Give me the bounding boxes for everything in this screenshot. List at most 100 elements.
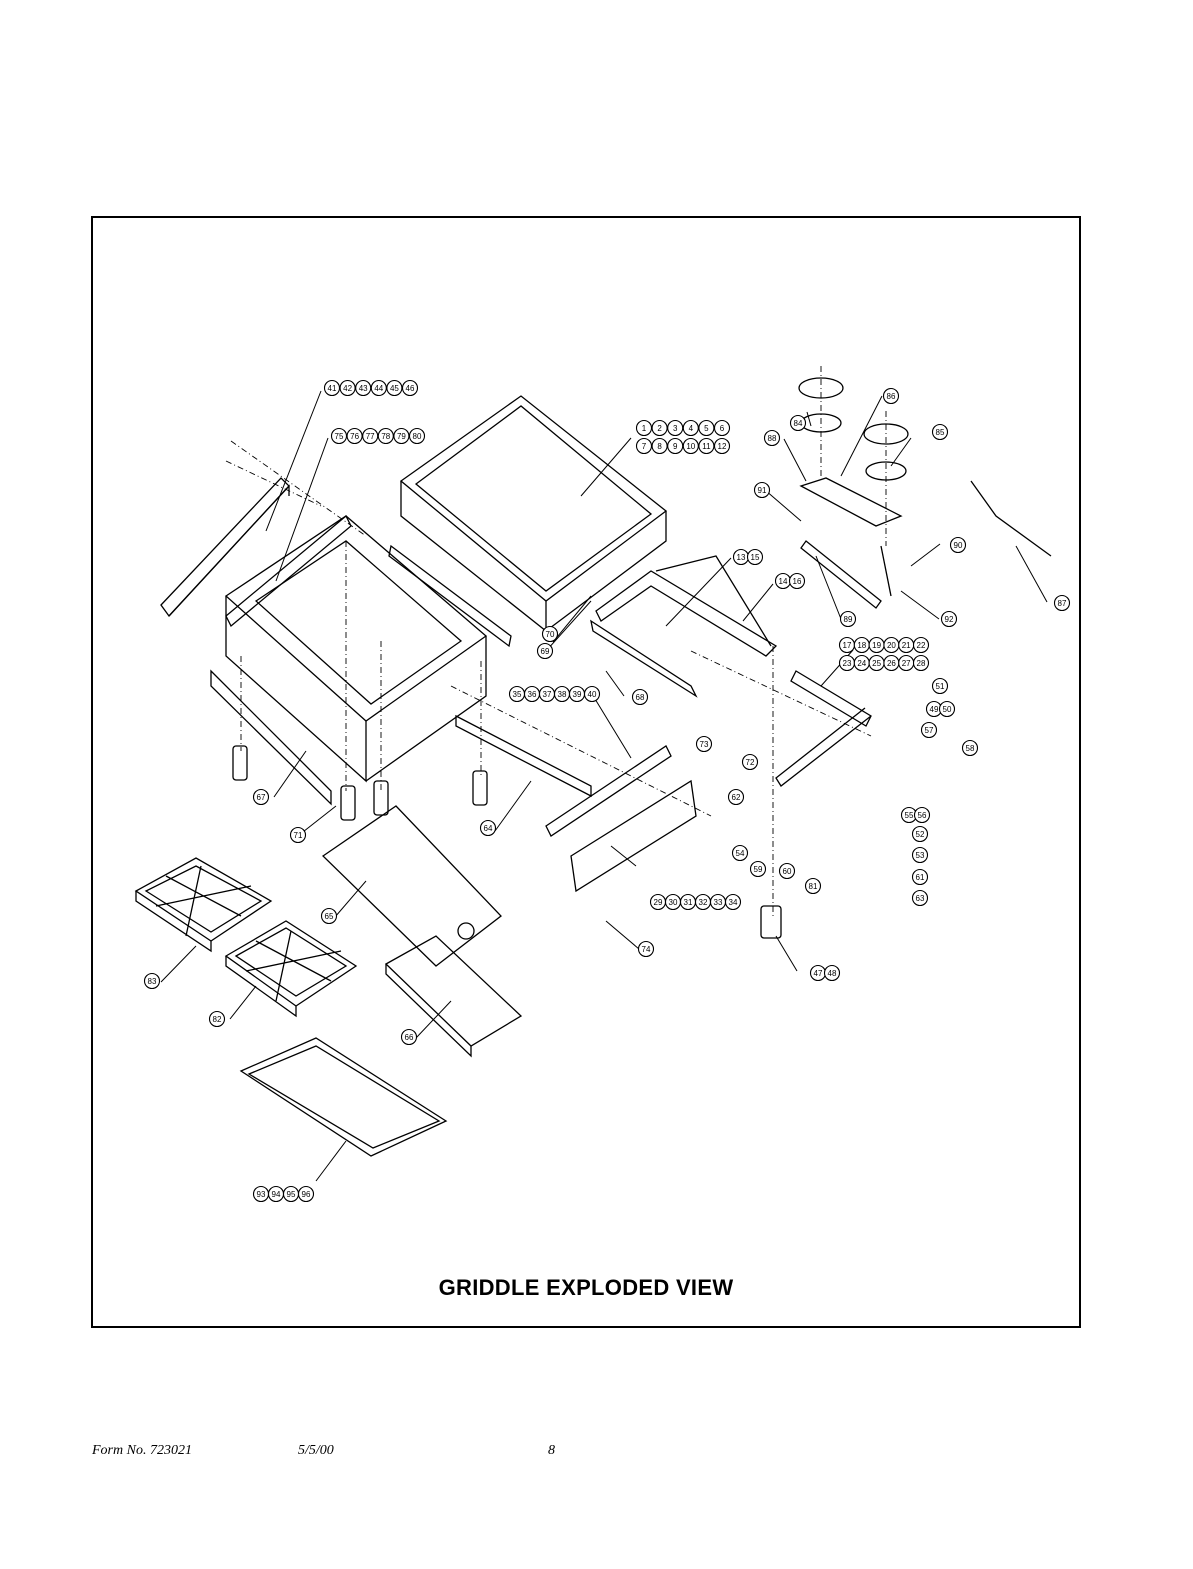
callout-69: 69 [536, 642, 554, 660]
callout-number: 62 [732, 793, 741, 802]
callout-number: 41 [328, 384, 337, 393]
callout-number: 25 [872, 659, 881, 668]
callout-circle [961, 739, 979, 757]
callout-circle [763, 429, 781, 447]
callout-circle [355, 379, 372, 397]
form-date: 5/5/00 [298, 1443, 334, 1458]
callout-circle [479, 819, 497, 837]
callout-circle [789, 414, 807, 432]
callout-73: 73 [695, 735, 713, 753]
callout-number: 22 [917, 641, 926, 650]
callout-58: 58 [961, 739, 979, 757]
callout-number: 32 [699, 898, 708, 907]
callout-number: 70 [546, 630, 555, 639]
callout-number: 34 [729, 898, 738, 907]
callout-65: 65 [320, 907, 338, 925]
callout-number: 52 [916, 830, 925, 839]
callout-circle [635, 419, 653, 437]
callout-circle [940, 610, 958, 628]
callout-circle [637, 940, 655, 958]
callout-53: 53 [911, 846, 929, 864]
diagram-title: GRIDDLE EXPLODED VIEW [438, 1275, 734, 1300]
callout-88: 88 [763, 429, 781, 447]
callout-67: 67 [252, 788, 270, 806]
callout-number: 75 [335, 432, 344, 441]
callout-circle [635, 437, 653, 455]
callout-number: 23 [843, 659, 852, 668]
callout-74: 74 [637, 940, 655, 958]
callout-circle [713, 419, 731, 437]
callout-90: 90 [949, 536, 967, 554]
callout-number: 61 [916, 873, 925, 882]
callout-circle [911, 846, 929, 864]
callout-group-55-56: 55 56 [900, 806, 931, 824]
callout-number: 24 [857, 659, 866, 668]
callout-52: 52 [911, 825, 929, 843]
callout-number: 38 [558, 690, 567, 699]
callout-number: 12 [718, 442, 727, 451]
callout-number: 13 [737, 553, 746, 562]
callout-number: 59 [754, 865, 763, 874]
callout-71: 71 [289, 826, 307, 844]
callout-number: 96 [302, 1190, 311, 1199]
callout-85: 85 [931, 423, 949, 441]
callout-59: 59 [749, 860, 767, 878]
callout-91: 91 [753, 481, 771, 499]
callout-number: 55 [905, 811, 914, 820]
callout-number: 2 [657, 424, 662, 433]
callout-circle [408, 427, 426, 445]
callout-circle [912, 636, 930, 654]
callout-number: 56 [918, 811, 927, 820]
callout-circle [320, 907, 338, 925]
callout-number: 54 [736, 849, 745, 858]
callout-number: 21 [902, 641, 911, 650]
callout-circle [401, 379, 419, 397]
callout-circle [377, 427, 394, 445]
callout-54: 54 [731, 844, 749, 862]
callout-circle [1053, 594, 1071, 612]
callout-circle [731, 844, 749, 862]
callout-circle [386, 379, 403, 397]
callout-circle [749, 860, 767, 878]
callout-circle [741, 753, 759, 771]
callout-number: 89 [844, 615, 853, 624]
callout-circle [931, 423, 949, 441]
callout-83: 83 [143, 972, 161, 990]
callout-number: 16 [793, 577, 802, 586]
callout-number: 7 [642, 442, 647, 451]
callout-number: 82 [213, 1015, 222, 1024]
callout-number: 85 [936, 428, 945, 437]
callout-circle [882, 387, 900, 405]
callout-82: 82 [208, 1010, 226, 1028]
callout-number: 40 [588, 690, 597, 699]
callout-number: 71 [294, 831, 303, 840]
callout-number: 60 [783, 867, 792, 876]
callout-circle [746, 548, 764, 566]
callout-number: 51 [936, 682, 945, 691]
callout-circle [911, 868, 929, 886]
callout-number: 73 [700, 740, 709, 749]
callout-number: 53 [916, 851, 925, 860]
callout-number: 19 [872, 641, 881, 650]
callout-circle [370, 379, 387, 397]
callout-circle [346, 427, 363, 445]
callout-number: 92 [945, 615, 954, 624]
callout-number: 27 [902, 659, 911, 668]
callout-circle [823, 964, 841, 982]
callout-circle [651, 419, 668, 437]
callout-number: 8 [657, 442, 662, 451]
part-linework [134, 366, 1052, 1182]
callout-number: 20 [887, 641, 896, 650]
callout-number: 86 [887, 392, 896, 401]
form-number: Form No. 723021 [92, 1443, 192, 1458]
callout-number: 48 [828, 969, 837, 978]
callout-number: 39 [573, 690, 582, 699]
callout-number: 17 [843, 641, 852, 650]
callout-circle [724, 893, 742, 911]
